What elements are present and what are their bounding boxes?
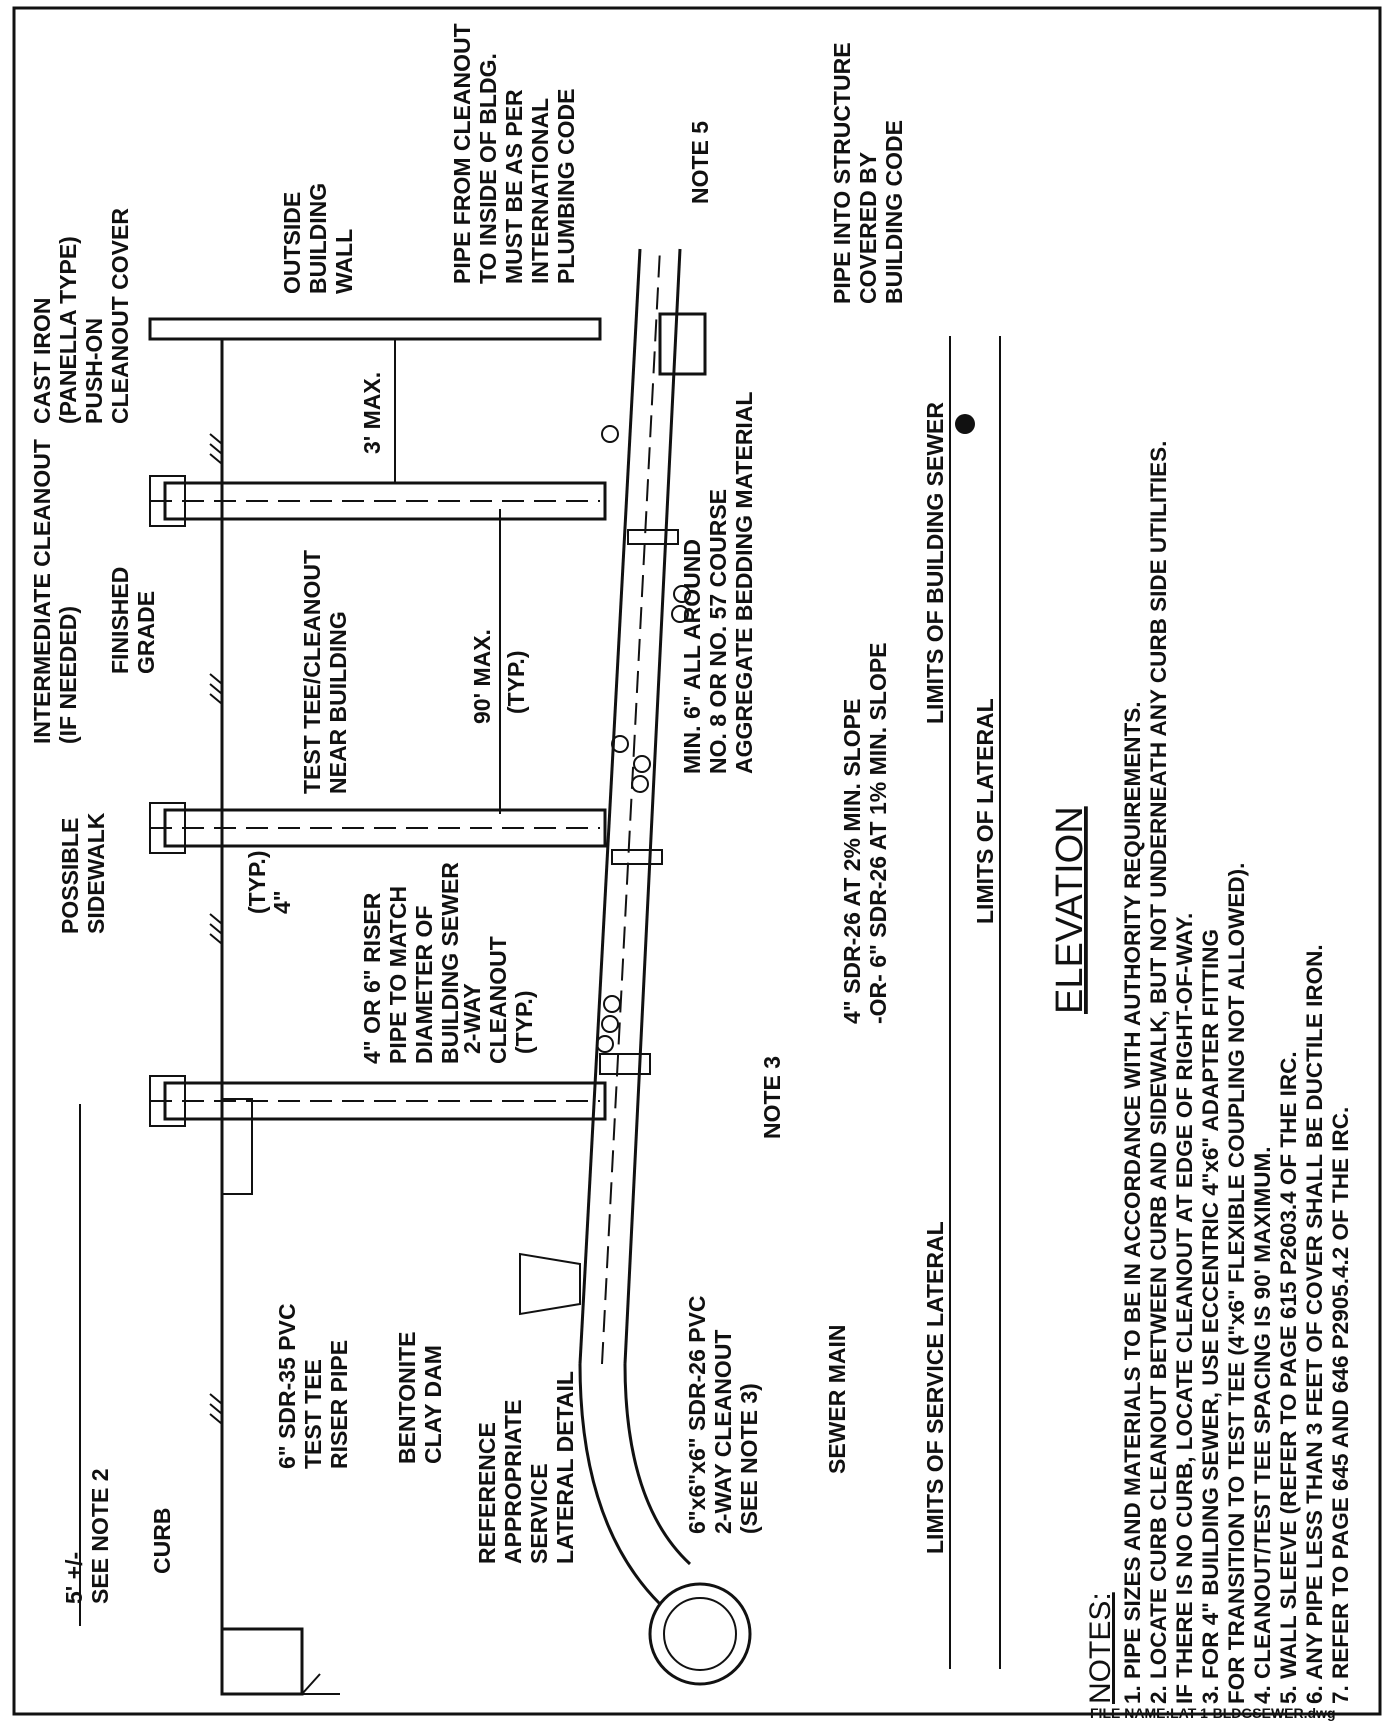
label-sdr35-2: TEST TEE xyxy=(300,1359,326,1469)
label-bentonite-1: BENTONITE xyxy=(394,1332,420,1464)
label-sdr35-1: 6" SDR-35 PVC xyxy=(274,1303,300,1469)
label-sidewalk: SIDEWALK xyxy=(83,812,109,934)
label-test-tee-1: TEST TEE/CLEANOUT xyxy=(299,550,325,794)
label-test-tee-2: NEAR BUILDING xyxy=(325,611,351,794)
riser-curb xyxy=(149,1075,607,1127)
rotated-drawing: CURB 5' +/- SEE NOTE 2 POSSIBLE SIDEWALK… xyxy=(29,23,1353,1704)
curb-shape xyxy=(220,1627,304,1696)
note-line-3: IF THERE IS NO CURB, LOCATE CLEANOUT AT … xyxy=(1172,913,1197,1704)
labels: CURB 5' +/- SEE NOTE 2 POSSIBLE SIDEWALK… xyxy=(29,23,998,1604)
label-reference-1: REFERENCE xyxy=(474,1422,500,1564)
label-limits-building-sewer: LIMITS OF BUILDING SEWER xyxy=(922,402,948,724)
aggregate-bedding xyxy=(596,425,691,1053)
label-cast-iron: CAST IRON xyxy=(29,298,55,425)
label-riser-2: PIPE TO MATCH xyxy=(385,886,411,1064)
structure-dot xyxy=(955,414,975,434)
label-see-note2: SEE NOTE 2 xyxy=(87,1469,113,1604)
label-pipe-into-3: BUILDING CODE xyxy=(881,120,907,304)
label-90-typ: (TYP.) xyxy=(503,651,529,714)
label-pipe-from-3: MUST BE AS PER xyxy=(501,89,527,284)
label-outside: OUTSIDE xyxy=(279,192,305,294)
label-2way-3: (TYP.) xyxy=(511,991,537,1054)
label-3-max: 3' MAX. xyxy=(359,372,385,454)
file-name: FILE NAME:LAT-1-BLDGSEWER.dwg xyxy=(1090,1705,1336,1721)
sheet-border xyxy=(12,6,1382,1716)
label-finished: FINISHED xyxy=(107,567,133,674)
dimension-lines xyxy=(79,336,1001,1669)
label-intermediate-cleanout: INTERMEDIATE CLEANOUT xyxy=(29,439,55,744)
label-panella: (PANELLA TYPE) xyxy=(55,236,81,424)
label-sewer-main: SEWER MAIN xyxy=(824,1325,850,1475)
label-min6-2: NO. 8 OR NO. 57 COURSE xyxy=(705,489,731,774)
label-limits-lateral: LIMITS OF LATERAL xyxy=(972,698,998,924)
building-sewer-pipe xyxy=(578,248,682,1365)
label-bentonite-2: CLAY DAM xyxy=(420,1345,446,1464)
riser-intermediate xyxy=(149,802,607,854)
label-building: BUILDING xyxy=(305,183,331,294)
note-line-4: 3. FOR 4" BUILDING SEWER, USE ECCENTRIC … xyxy=(1198,929,1223,1704)
label-reference-2: APPROPRIATE xyxy=(500,1400,526,1564)
label-possible: POSSIBLE xyxy=(57,818,83,934)
label-riser-1: 4" OR 6" RISER xyxy=(359,892,385,1064)
label-cleanout-cover: CLEANOUT COVER xyxy=(107,208,133,424)
bentonite-clay-dam xyxy=(519,1252,581,1316)
wall-footing xyxy=(658,312,707,376)
label-pipe-from-5: PLUMBING CODE xyxy=(553,89,579,285)
label-grade: GRADE xyxy=(133,591,159,674)
label-sdr26-1: 4" SDR-26 AT 2% MIN. SLOPE xyxy=(839,699,865,1024)
label-2way-1: 2-WAY xyxy=(459,983,485,1054)
label-push-on: PUSH-ON xyxy=(81,318,107,424)
label-typ4-a: 4" xyxy=(269,890,295,914)
note-line-1: 1. PIPE SIZES AND MATERIALS TO BE IN ACC… xyxy=(1120,701,1145,1704)
label-note5: NOTE 5 xyxy=(687,121,713,204)
note-line-2: 2. LOCATE CURB CLEANOUT BETWEEN CURB AND… xyxy=(1146,441,1171,1704)
label-min6-1: MIN. 6" ALL AROUND xyxy=(679,539,705,774)
note-line-6: 4. CLEANOUT/TEST TEE SPACING IS 90' MAXI… xyxy=(1250,1147,1275,1705)
label-reference-3: SERVICE xyxy=(526,1463,552,1564)
label-riser-4: BUILDING SEWER xyxy=(437,862,463,1064)
label-typ4-b: (TYP.) xyxy=(244,851,270,914)
sidewalk-shape xyxy=(221,1098,253,1195)
label-if-needed: (IF NEEDED) xyxy=(55,606,81,744)
label-6x6-2: 2-WAY CLEANOUT xyxy=(710,1330,736,1534)
elevation-title: ELEVATION xyxy=(1049,806,1091,1014)
note-line-8: 6. ANY PIPE LESS THAN 3 FEET OF COVER SH… xyxy=(1302,944,1327,1704)
grade-hatching xyxy=(209,433,223,1425)
label-sdr35-3: RISER PIPE xyxy=(326,1340,352,1469)
label-limits-service-lateral: LIMITS OF SERVICE LATERAL xyxy=(922,1221,948,1554)
label-reference-4: LATERAL DETAIL xyxy=(552,1371,578,1564)
label-pipe-into-2: COVERED BY xyxy=(855,152,881,304)
label-pipe-into-1: PIPE INTO STRUCTURE xyxy=(829,42,855,304)
building-wall xyxy=(148,317,602,341)
label-2way-2: CLEANOUT xyxy=(485,936,511,1064)
label-curb: CURB xyxy=(149,1508,175,1574)
label-riser-3: DIAMETER OF xyxy=(411,906,437,1064)
label-pipe-from-1: PIPE FROM CLEANOUT xyxy=(449,23,475,284)
riser-near-building xyxy=(149,475,607,527)
label-note3: NOTE 3 xyxy=(759,1056,785,1139)
label-6x6-3: (SEE NOTE 3) xyxy=(736,1383,762,1534)
sewer-elbow xyxy=(578,1363,662,1606)
note-line-7: 5. WALL SLEEVE (REFER TO PAGE 615 P2603.… xyxy=(1276,1051,1301,1704)
label-6x6-1: 6"x6"x6" SDR-26 PVC xyxy=(684,1295,710,1534)
label-sdr26-2: -OR- 6" SDR-26 AT 1% MIN. SLOPE xyxy=(865,642,891,1024)
label-pipe-from-4: INTERNATIONAL xyxy=(527,98,553,284)
label-90-max: 90' MAX. xyxy=(469,629,495,724)
note-line-9: 7. REFER TO PAGE 645 AND 646 P2905.4.2 O… xyxy=(1328,1107,1353,1704)
label-wall: WALL xyxy=(331,229,357,294)
label-five-feet: 5' +/- xyxy=(61,1552,87,1604)
note-line-5: FOR TRANSITION TO TEST TEE (4"x6" FLEXIB… xyxy=(1224,863,1249,1704)
notes-block: NOTES: 1. PIPE SIZES AND MATERIALS TO BE… xyxy=(1084,441,1353,1704)
label-pipe-from-2: TO INSIDE OF BLDG. xyxy=(475,53,501,284)
sewer-main xyxy=(648,1582,752,1686)
label-min6-3: AGGREGATE BEDDING MATERIAL xyxy=(731,392,757,774)
notes-title: NOTES: xyxy=(1084,1592,1117,1704)
